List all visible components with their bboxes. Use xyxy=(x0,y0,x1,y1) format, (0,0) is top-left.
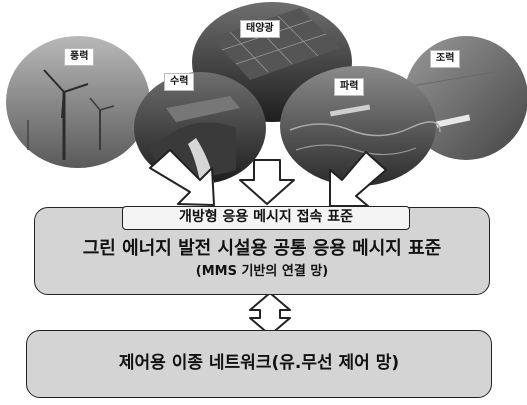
control-network-box xyxy=(26,330,492,398)
hydro-photo xyxy=(134,72,266,184)
common-message-standard-title: 그린 에너지 발전 시설용 공통 응용 메시지 표준 xyxy=(82,238,442,259)
wave-photo xyxy=(280,66,441,186)
wave-label: 파력 xyxy=(334,78,365,96)
mms-network-subtitle: (MMS 기반의 연결 망) xyxy=(195,264,329,279)
control-network-title: 제어용 이종 네트워크(유.무선 제어 망) xyxy=(118,353,400,373)
open-interface-standard-tab: 개방형 응용 메시지 접속 표준 xyxy=(122,206,410,230)
wind-label: 풍력 xyxy=(64,48,95,66)
tidal-label: 조력 xyxy=(430,50,461,68)
solar-label: 태양광 xyxy=(240,20,280,38)
wind-photo xyxy=(6,36,150,168)
hydro-label: 수력 xyxy=(164,73,195,91)
